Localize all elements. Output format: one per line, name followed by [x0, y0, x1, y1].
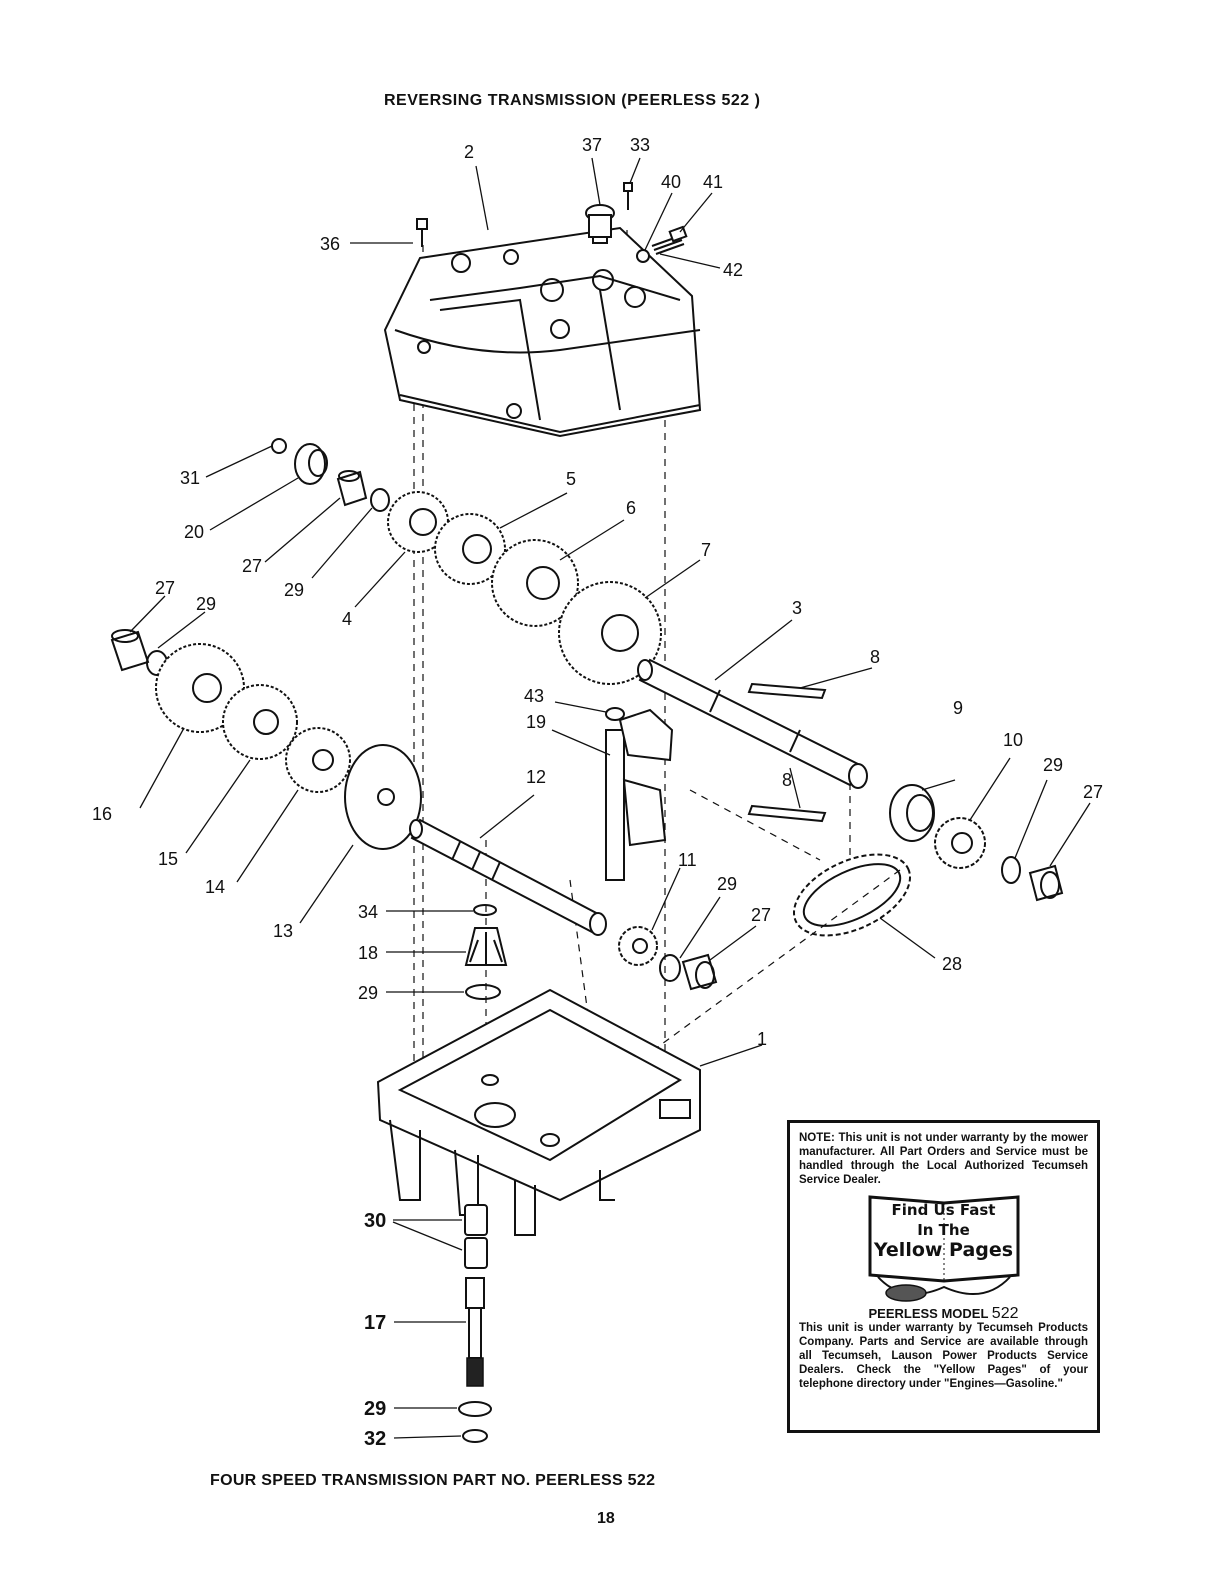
callout-14: 14 [205, 877, 225, 897]
callout-3: 3 [792, 598, 802, 618]
callout-17: 17 [364, 1312, 386, 1334]
model-number: 522 [991, 1305, 1019, 1322]
warranty-bottom-note: This unit is under warranty by Tecumseh … [799, 1322, 1088, 1390]
callout-27-top: 27 [242, 556, 262, 576]
part-28-chain [793, 853, 911, 937]
callout-29-left: 29 [196, 594, 216, 614]
part-15-gear [222, 684, 298, 760]
part-40-41-42-detent [636, 225, 688, 263]
model-label: PEERLESS MODEL 522 [799, 1305, 1088, 1322]
part-29-washer-stack [465, 984, 501, 1000]
part-12-shaft [409, 818, 607, 936]
callout-18: 18 [358, 943, 378, 963]
part-29-washer-top [370, 488, 390, 512]
part-43-ring [605, 707, 625, 721]
callout-27-left: 27 [155, 578, 175, 598]
callout-29-center: 29 [717, 874, 737, 894]
model-label-text: PEERLESS MODEL [868, 1306, 989, 1321]
part-13-gear [344, 744, 422, 850]
page-title: REVERSING TRANSMISSION (PEERLESS 522 ) [384, 92, 761, 109]
callout-34: 34 [358, 902, 378, 922]
callout-29-stack: 29 [358, 983, 378, 1003]
callout-29-right: 29 [1043, 755, 1063, 775]
callout-2: 2 [464, 142, 474, 162]
callout-36: 36 [320, 234, 340, 254]
bottom-title: FOUR SPEED TRANSMISSION PART NO. PEERLES… [210, 1472, 656, 1489]
part-5-gear [434, 513, 506, 585]
part-11-sprocket [618, 926, 658, 966]
callout-41: 41 [703, 172, 723, 192]
part-27-bushing-top [336, 470, 368, 507]
callout-29-top: 29 [284, 580, 304, 600]
callout-9: 9 [953, 698, 963, 718]
callout-5: 5 [566, 469, 576, 489]
callout-8-top: 8 [870, 647, 880, 667]
part-33-bolt [623, 182, 633, 210]
callout-10: 10 [1003, 730, 1023, 750]
callout-11: 11 [678, 850, 697, 870]
part-7-gear [558, 581, 662, 685]
callout-6: 6 [626, 498, 636, 518]
yellow-pages-line-1: Find Us Fast [891, 1201, 996, 1219]
yellow-pages-line-2: In The [917, 1221, 970, 1239]
part-9-bushing [889, 784, 935, 842]
part-29-washer-right [1001, 856, 1021, 884]
callout-40: 40 [661, 172, 681, 192]
part-36-bolt [416, 218, 428, 247]
callout-29-bottom: 29 [364, 1398, 386, 1420]
callout-42: 42 [723, 260, 743, 280]
callout-4: 4 [342, 609, 352, 629]
callout-37: 37 [582, 135, 602, 155]
callout-31: 31 [180, 468, 200, 488]
callout-13: 13 [273, 921, 293, 941]
part-29-washer-bottom [458, 1401, 492, 1417]
callout-16: 16 [92, 804, 112, 824]
callout-43: 43 [524, 686, 544, 706]
part-20-sprocket [294, 443, 328, 485]
part-32-ring [462, 1429, 488, 1443]
callout-1: 1 [757, 1029, 767, 1049]
part-19-shifter [605, 708, 674, 881]
part-31-ring [271, 438, 287, 454]
leader-lines [129, 157, 1091, 1439]
part-27-bushing-left [110, 629, 150, 672]
part-17-shaft [465, 1277, 485, 1387]
page-number: 18 [597, 1510, 615, 1527]
part-30-bearings [464, 1204, 488, 1269]
book-icon [868, 1195, 1019, 1302]
part-29-washer-center [659, 954, 681, 982]
callout-15: 15 [158, 849, 178, 869]
part-14-gear [285, 727, 351, 793]
callout-32: 32 [364, 1428, 386, 1450]
yellow-pages-book: Find Us Fast In The Yellow Pages [864, 1193, 1024, 1305]
callout-7: 7 [701, 540, 711, 560]
callout-27-right: 27 [1083, 782, 1103, 802]
part-3-shaft [637, 658, 868, 789]
callout-28: 28 [942, 954, 962, 974]
callout-27-center: 27 [751, 905, 771, 925]
warranty-top-note: NOTE: This unit is not under warranty by… [799, 1132, 1088, 1186]
warranty-note-box: NOTE: This unit is not under warranty by… [787, 1120, 1100, 1433]
part-37-plug [585, 204, 615, 244]
part-27-bushing-center [681, 953, 718, 991]
part-34-ring [473, 904, 497, 916]
callout-19: 19 [526, 712, 546, 732]
callout-30: 30 [364, 1210, 386, 1232]
part-2-cover [383, 226, 702, 438]
part-6-gear [491, 539, 579, 627]
callout-33: 33 [630, 135, 650, 155]
yellow-pages-line-3: Yellow Pages [873, 1239, 1014, 1261]
part-18-bevel-gear [464, 927, 508, 966]
callouts: 2 37 33 40 41 42 36 31 20 27 29 4 5 6 7 … [92, 135, 1103, 1450]
callout-20: 20 [184, 522, 204, 542]
part-10-sprocket [934, 817, 986, 869]
part-1-case [376, 988, 701, 1236]
callout-8-bottom: 8 [782, 770, 792, 790]
callout-12: 12 [526, 767, 546, 787]
part-27-bushing-right [1028, 864, 1064, 902]
